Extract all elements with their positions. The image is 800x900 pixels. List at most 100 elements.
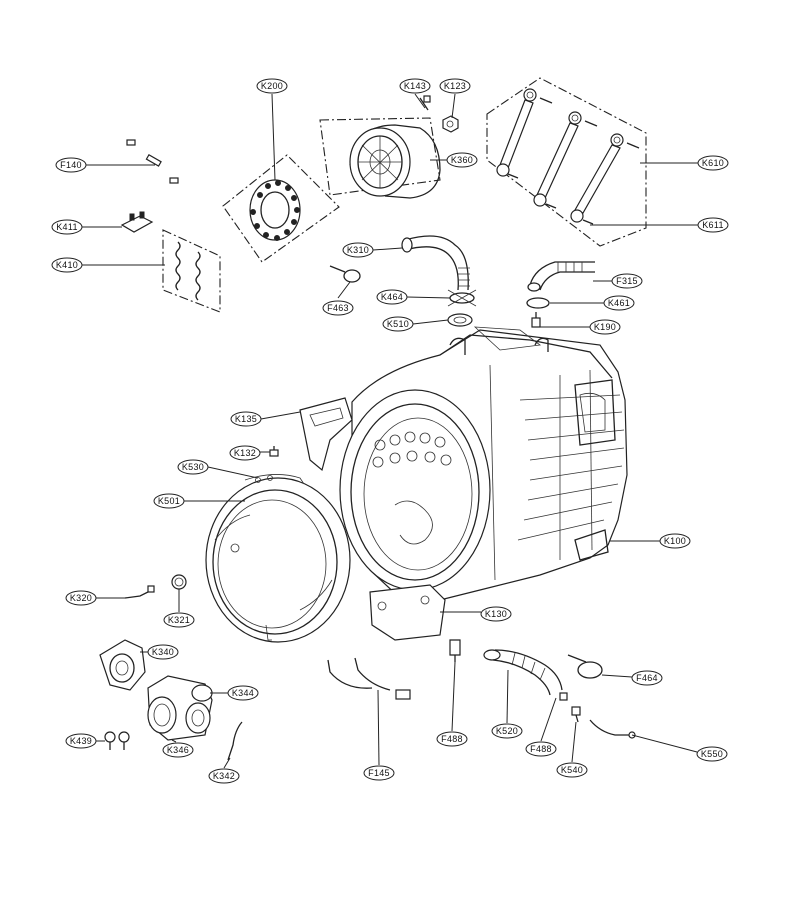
label-k360[interactable]: K360: [446, 152, 478, 168]
label-k190[interactable]: K190: [589, 319, 621, 335]
label-k132[interactable]: K132: [229, 445, 261, 461]
screws-k439: [104, 731, 130, 750]
svg-text:K530: K530: [182, 462, 204, 472]
label-k610[interactable]: K610: [697, 155, 729, 171]
label-k200[interactable]: K200: [256, 78, 288, 94]
svg-text:K411: K411: [56, 222, 78, 232]
label-f463[interactable]: F463: [322, 300, 354, 316]
svg-text:K342: K342: [213, 771, 235, 781]
pump-assembly-k346: [147, 675, 213, 741]
svg-text:F488: F488: [530, 744, 552, 754]
clamp-f464: [567, 654, 603, 679]
tub-top-ridge: [439, 334, 613, 379]
label-f140[interactable]: F140: [55, 157, 87, 173]
tub-bottom-bracket: [369, 584, 446, 641]
svg-text:F463: F463: [327, 303, 349, 313]
fitting-f488-lower: [559, 692, 568, 701]
clamp-f463: [329, 265, 361, 283]
label-k342[interactable]: K342: [208, 768, 240, 784]
hose-k520: [483, 649, 563, 696]
svg-text:K464: K464: [381, 292, 403, 302]
label-k550[interactable]: K550: [696, 746, 728, 762]
leader-lines: [82, 93, 698, 769]
svg-text:K501: K501: [158, 496, 180, 506]
label-k410[interactable]: K410: [51, 257, 83, 273]
svg-text:F464: F464: [636, 673, 658, 683]
label-k344[interactable]: K344: [227, 685, 259, 701]
svg-text:K344: K344: [232, 688, 254, 698]
fitting-k190: [531, 312, 541, 328]
tub-assembly: [299, 326, 628, 641]
label-k501[interactable]: K501: [153, 493, 185, 509]
tub-right-bracket: [574, 379, 616, 446]
svg-text:K510: K510: [387, 319, 409, 329]
label-k510[interactable]: K510: [382, 316, 414, 332]
tub-left-bracket: [299, 397, 353, 472]
label-k321[interactable]: K321: [163, 612, 195, 628]
label-k320[interactable]: K320: [65, 590, 97, 606]
bolt-k143: [419, 95, 431, 111]
svg-text:F145: F145: [368, 768, 390, 778]
label-k340[interactable]: K340: [147, 644, 179, 660]
label-f464[interactable]: F464: [631, 670, 663, 686]
label-k540[interactable]: K540: [556, 762, 588, 778]
svg-text:K439: K439: [70, 736, 92, 746]
part-labels: K200 K143 K123 F140 K360 K610 K611 K411: [51, 78, 729, 784]
group-outline-k610: [486, 77, 647, 247]
label-f488-b[interactable]: F488: [525, 741, 557, 757]
svg-text:K550: K550: [701, 749, 723, 759]
svg-text:K461: K461: [608, 298, 630, 308]
tub-ribs: [489, 364, 625, 581]
svg-text:K132: K132: [234, 448, 256, 458]
hose-k310: [401, 235, 470, 291]
label-k346[interactable]: K346: [162, 742, 194, 758]
pump-k340: [99, 639, 146, 691]
svg-text:K130: K130: [485, 609, 507, 619]
group-outline-k410: [162, 229, 221, 313]
counterweight-k200: [249, 179, 301, 241]
sensor-k320: [124, 585, 155, 599]
svg-text:K360: K360: [451, 155, 473, 165]
drum-inner-detail: [394, 500, 433, 545]
label-k439[interactable]: K439: [65, 733, 97, 749]
label-k464[interactable]: K464: [376, 289, 408, 305]
label-k123[interactable]: K123: [439, 78, 471, 94]
tub-top-box: [473, 326, 542, 351]
harness-f145: [327, 657, 411, 700]
label-f488-a[interactable]: F488: [436, 731, 468, 747]
label-k520[interactable]: K520: [491, 723, 523, 739]
cable-k550: [589, 719, 630, 736]
label-k135[interactable]: K135: [230, 411, 262, 427]
label-k411[interactable]: K411: [51, 219, 83, 235]
hose-f315: [527, 261, 595, 292]
svg-text:K610: K610: [702, 158, 724, 168]
group-outline-k360: [319, 117, 441, 196]
ring-k464: [447, 289, 477, 307]
cap-k321: [171, 574, 187, 590]
label-k310[interactable]: K310: [342, 242, 374, 258]
svg-text:K520: K520: [496, 726, 518, 736]
label-k100[interactable]: K100: [659, 533, 691, 549]
label-k130[interactable]: K130: [480, 606, 512, 622]
svg-text:K190: K190: [594, 322, 616, 332]
label-k143[interactable]: K143: [399, 78, 431, 94]
label-k461[interactable]: K461: [603, 295, 635, 311]
label-k530[interactable]: K530: [177, 459, 209, 475]
svg-text:K310: K310: [347, 245, 369, 255]
svg-text:K346: K346: [167, 745, 189, 755]
svg-text:K540: K540: [561, 765, 583, 775]
svg-text:K340: K340: [152, 647, 174, 657]
tub-bottom-foot: [574, 529, 609, 561]
ring-k461: [526, 297, 550, 309]
svg-text:K143: K143: [404, 81, 426, 91]
svg-text:K135: K135: [235, 414, 257, 424]
label-f145[interactable]: F145: [363, 765, 395, 781]
gasket-clamp: [244, 474, 305, 485]
label-f315[interactable]: F315: [611, 273, 643, 289]
svg-text:F488: F488: [441, 734, 463, 744]
svg-text:K321: K321: [168, 615, 190, 625]
group-outline-k200: [222, 154, 340, 263]
svg-text:F315: F315: [616, 276, 638, 286]
svg-text:K611: K611: [702, 220, 724, 230]
label-k611[interactable]: K611: [697, 217, 729, 233]
